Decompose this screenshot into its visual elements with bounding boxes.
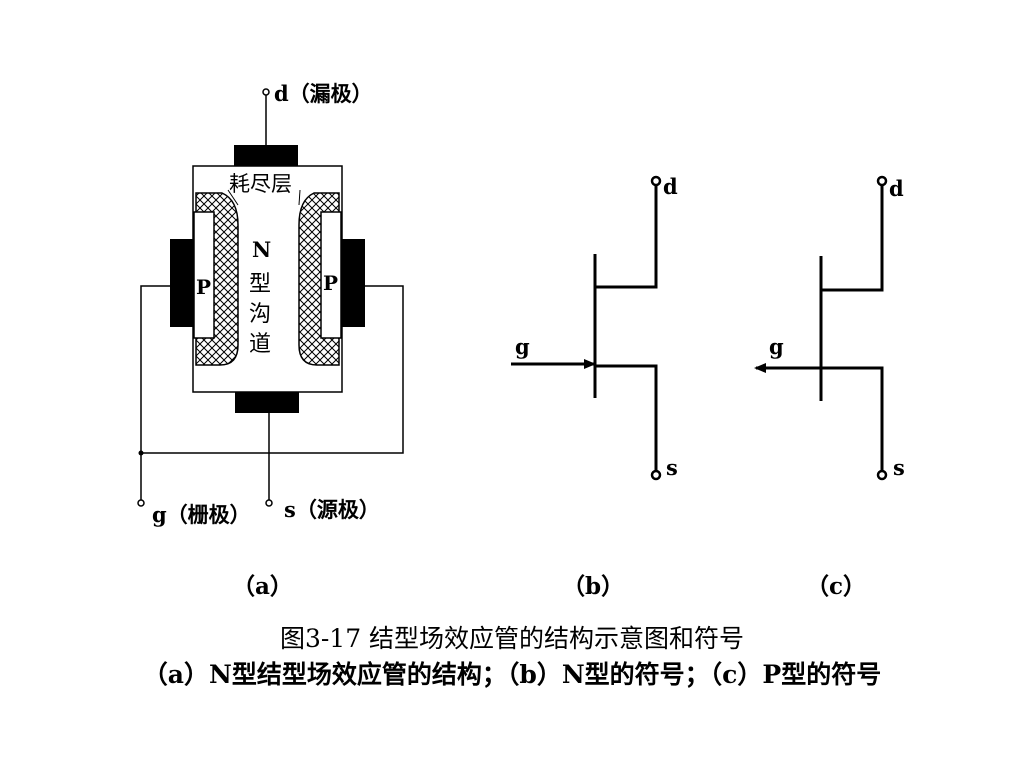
depletion-layer-label: 耗尽层 xyxy=(229,172,292,196)
n-symbol-source-terminal xyxy=(650,469,662,481)
p-symbol-drain-lead xyxy=(821,186,884,292)
n-channel-jfet-symbol: d s g （b） xyxy=(511,174,678,600)
drain-terminal-label: d（漏极） xyxy=(274,81,373,106)
n-symbol-gate-arrow xyxy=(584,359,596,369)
n-symbol-drain-lead xyxy=(595,186,658,289)
n-symbol-drain-label: d xyxy=(663,174,678,199)
drain-terminal-circle xyxy=(262,88,270,96)
gate-terminal-circle xyxy=(137,499,145,507)
panel-a-label: （a） xyxy=(232,573,293,600)
n-symbol-source-label: s xyxy=(666,455,678,480)
p-symbol-source-terminal xyxy=(876,469,888,481)
n-symbol-source-lead xyxy=(595,364,658,470)
source-terminal-label: s（源极） xyxy=(284,497,380,522)
right-gate-wire xyxy=(141,285,404,454)
p-symbol-source-label: s xyxy=(893,455,905,480)
n-symbol-drain-terminal xyxy=(650,175,662,187)
left-gate-contact xyxy=(170,239,194,327)
source-terminal-circle xyxy=(265,499,273,507)
figure-caption-title: 图3-17 结型场效应管的结构示意图和符号 xyxy=(279,624,745,653)
p-symbol-gate-label: g xyxy=(769,334,784,359)
left-p-label: P xyxy=(196,275,211,299)
n-channel-char-3: 沟 xyxy=(249,302,271,327)
panel-b-label: （b） xyxy=(562,573,624,600)
depletion-pointer-left xyxy=(227,189,239,206)
n-channel-char-2: 型 xyxy=(249,272,271,297)
p-symbol-gate-arrow xyxy=(754,363,766,373)
p-channel-jfet-symbol: d s g （c） xyxy=(754,175,905,600)
panel-c-label: （c） xyxy=(806,573,866,600)
left-gate-wire xyxy=(140,285,170,453)
figure-caption-description: （a）N型结型场效应管的结构；（b）N型的符号；（c）P型的符号 xyxy=(142,660,882,689)
p-symbol-drain-terminal xyxy=(876,175,888,187)
right-p-label: P xyxy=(323,271,338,295)
source-contact-block xyxy=(235,392,299,413)
depletion-pointer-right xyxy=(298,189,301,206)
n-symbol-gate-label: g xyxy=(515,334,530,359)
p-symbol-source-lead xyxy=(821,366,884,470)
jfet-structure-diagram: d（漏极） P P 耗尽层 N 型 沟 道 xyxy=(137,81,404,600)
right-gate-contact xyxy=(341,239,365,327)
gate-terminal-label: g（栅极） xyxy=(152,502,251,527)
drain-contact-block xyxy=(234,145,298,166)
n-channel-char-4: 道 xyxy=(249,332,271,357)
n-channel-char-1: N xyxy=(252,237,271,262)
p-symbol-drain-label: d xyxy=(889,176,904,201)
